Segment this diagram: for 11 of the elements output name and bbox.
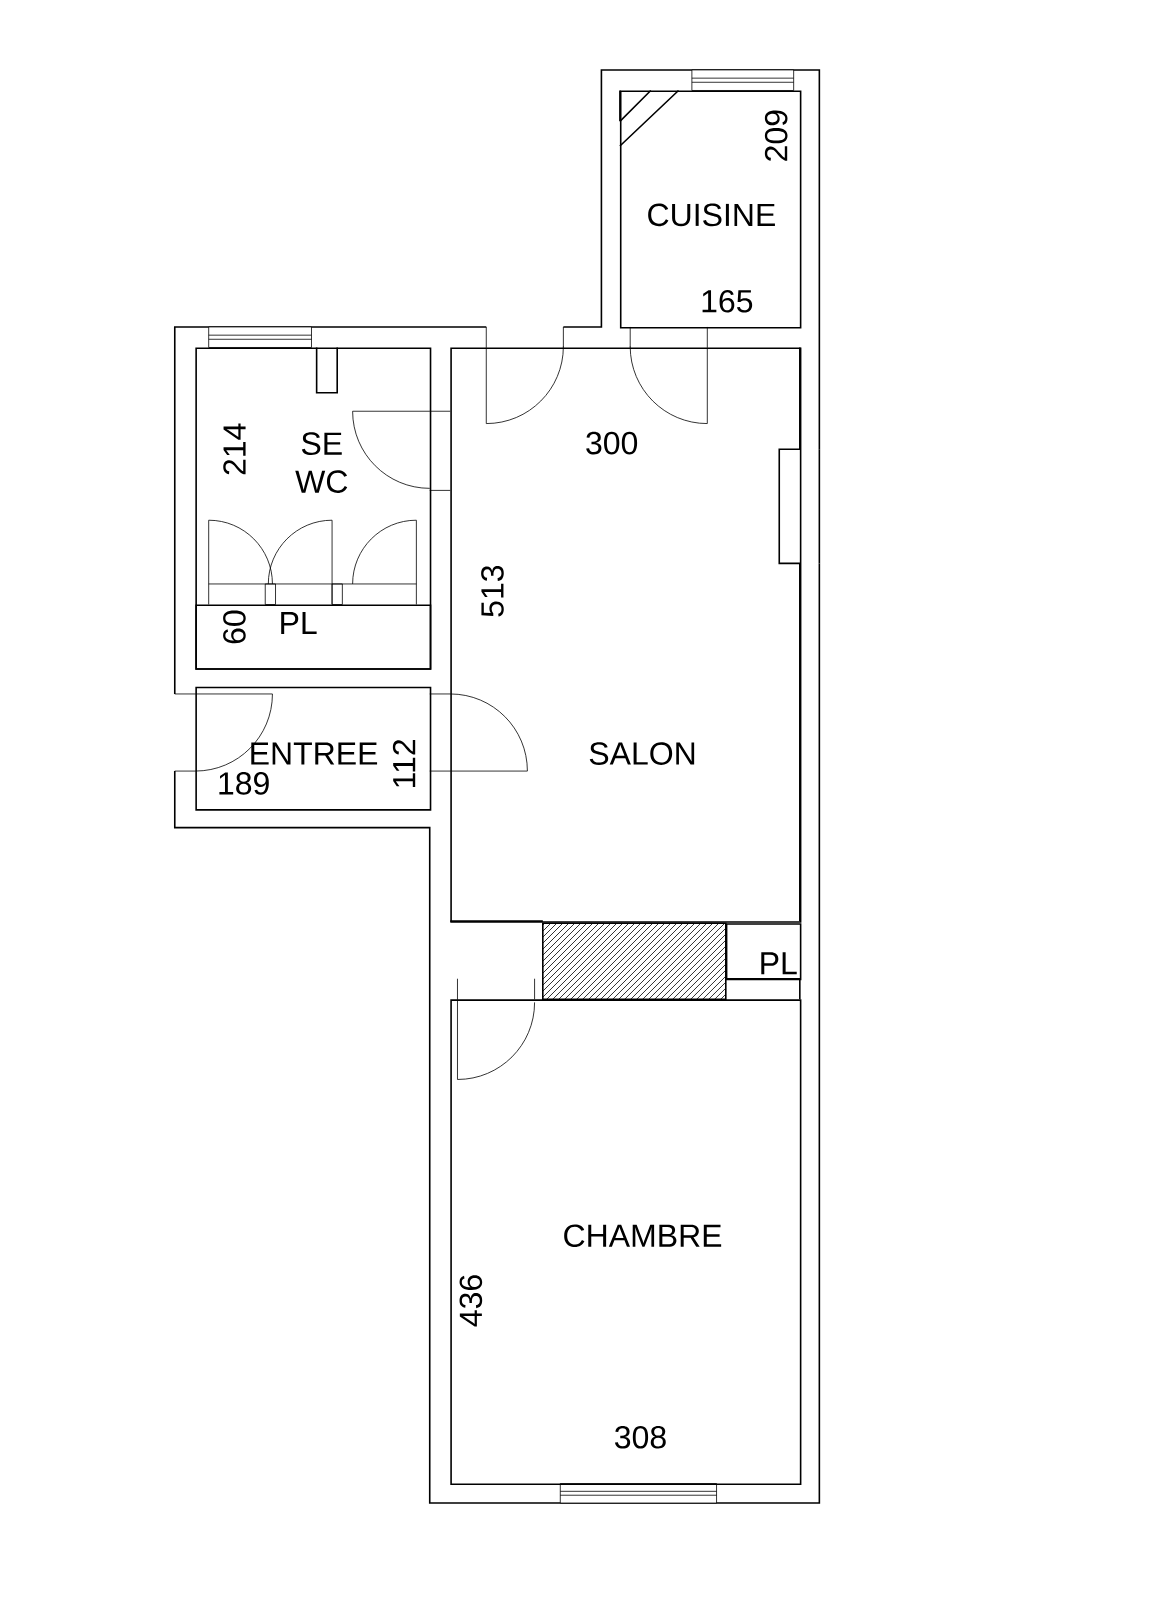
- dimension-label: 209: [764, 110, 788, 161]
- dimension-label: 189: [219, 772, 269, 795]
- dimension-label: 300: [586, 431, 638, 455]
- dimension-label: 436: [459, 1275, 483, 1327]
- dimension-label: 112: [392, 739, 416, 787]
- dimension-label: 165: [702, 289, 753, 313]
- dimension-label: 308: [615, 1425, 666, 1449]
- dimension-label: 60: [223, 610, 246, 644]
- room: PL: [725, 923, 802, 981]
- dimension-label: 214: [223, 423, 246, 475]
- dimension-label: 513: [481, 565, 504, 617]
